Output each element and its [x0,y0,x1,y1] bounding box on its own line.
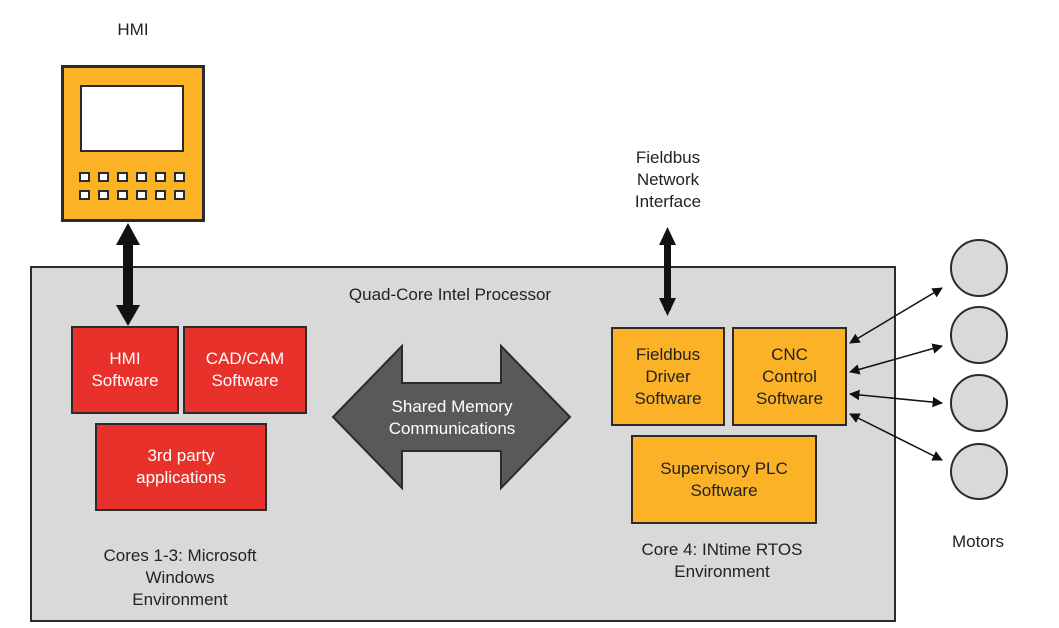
hmi-key-icon [79,190,90,200]
fieldbus-network-interface-label: Fieldbus Network Interface [634,148,702,211]
fieldbus-connection-arrow [659,227,676,316]
shared-memory-arrow [331,343,572,491]
hmi-key-icon [174,172,185,182]
hmi-key-icon [117,190,128,200]
fieldbus-driver-box: Fieldbus Driver Software [611,327,725,426]
hmi-screen [80,85,184,152]
hmi-key-icon [117,172,128,182]
hmi-device-icon [61,65,205,222]
motors-label: Motors [952,532,1004,551]
motor-3-icon [950,374,1008,432]
motor-2-icon [950,306,1008,364]
motor-connection-arrows [848,287,944,461]
hmi-key-icon [98,172,109,182]
motor-1-icon [950,239,1008,297]
supervisory-plc-box: Supervisory PLC Software [631,435,817,524]
windows-environment-label: Cores 1-3: Microsoft Windows Environment [103,546,257,609]
hmi-key-icon [174,190,185,200]
hmi-software-box: HMI Software [71,326,179,414]
hmi-key-icon [79,172,90,182]
motor-4-icon [950,443,1008,500]
third-party-apps-box: 3rd party applications [95,423,267,511]
hmi-key-icon [98,190,109,200]
hmi-key-icon [155,172,166,182]
processor-label: Quad-Core Intel Processor [348,285,552,304]
hmi-key-icon [136,190,147,200]
hmi-title: HMI [117,20,149,39]
shared-memory-label: Shared Memory Communications [388,397,516,438]
hmi-connection-arrow [116,223,140,326]
hmi-key-icon [136,172,147,182]
cnc-control-box: CNC Control Software [732,327,847,426]
hmi-key-icon [155,190,166,200]
rtos-environment-label: Core 4: INtime RTOS Environment [641,540,803,581]
cadcam-software-box: CAD/CAM Software [183,326,307,414]
